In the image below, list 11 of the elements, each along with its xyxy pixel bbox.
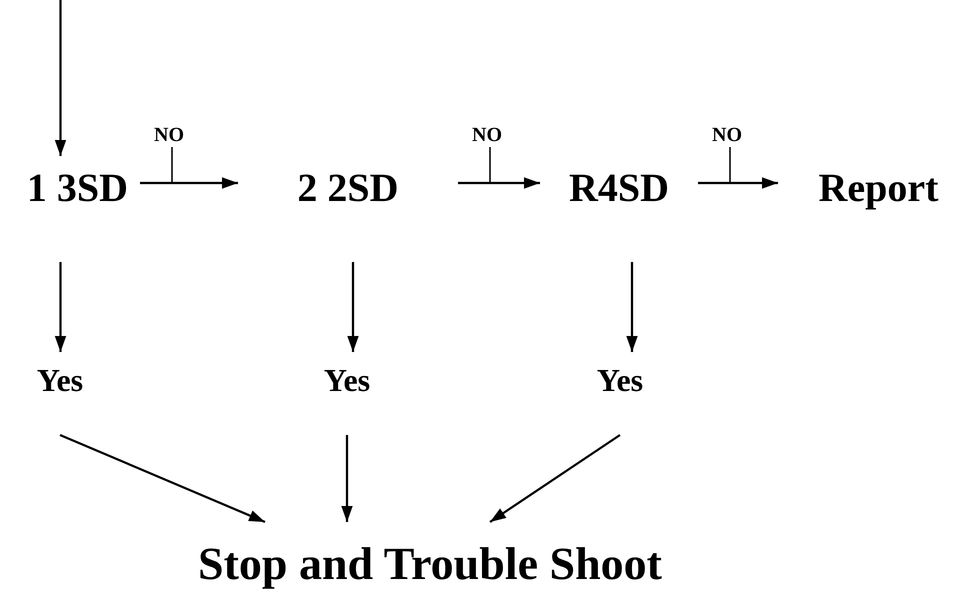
rule-text: 1 3SD <box>26 164 128 212</box>
rule-text: 2 2SD <box>297 164 399 212</box>
rule-text: R4SD <box>568 164 670 212</box>
rule-text: Report <box>818 164 938 212</box>
action-text: Stop and Trouble Shoot <box>198 537 662 591</box>
decision-text: Yes <box>324 361 370 400</box>
edge-label: NO <box>472 125 502 145</box>
decision-text: Yes <box>36 361 84 400</box>
edge-label: NO <box>712 125 742 145</box>
edge-label: NO <box>154 125 184 145</box>
decision-text: Yes <box>596 361 644 400</box>
